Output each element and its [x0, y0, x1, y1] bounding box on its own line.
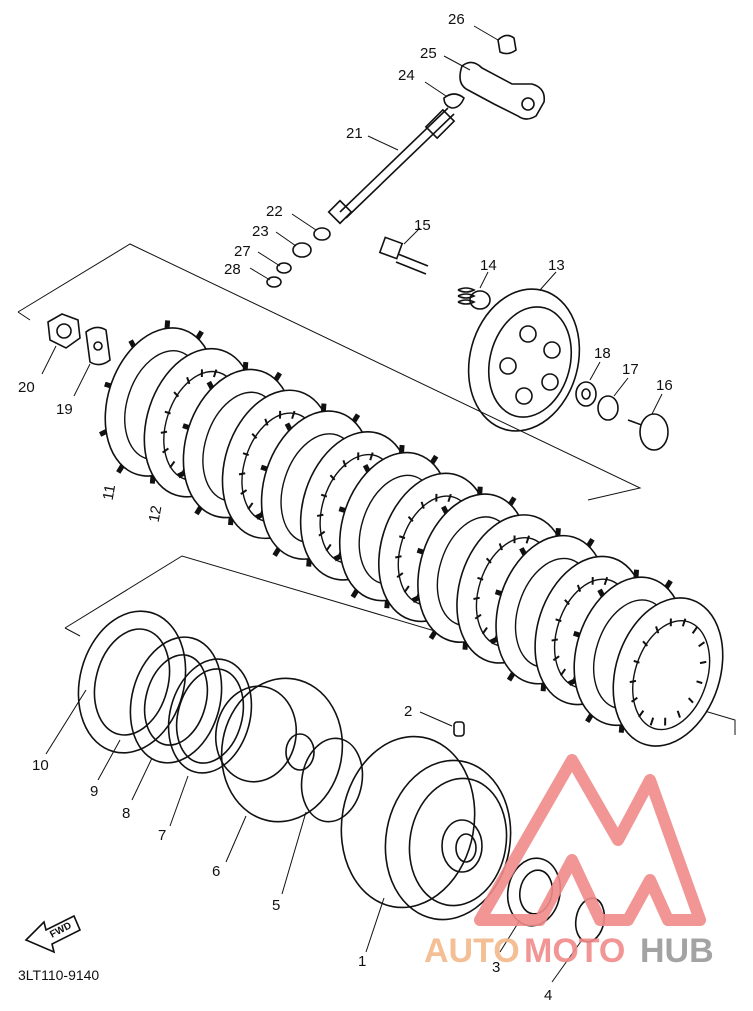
- pressure-plate: [467, 271, 581, 432]
- watermark-logo-mark: [474, 754, 706, 926]
- friction-plate-stack: [99, 320, 724, 747]
- callout-11: 11: [100, 483, 119, 501]
- callout-19: 19: [56, 401, 73, 418]
- release-bearing-parts: [575, 361, 669, 451]
- callout-17: 17: [622, 361, 639, 378]
- callout-18: 18: [594, 345, 611, 362]
- thrust-washer: [281, 737, 364, 895]
- callout-13: 13: [548, 257, 565, 274]
- callout-22: 22: [266, 203, 283, 220]
- callout-8: 8: [122, 805, 130, 822]
- forward-direction-badge: FWD: [24, 914, 82, 954]
- clutch-housing: [340, 735, 512, 953]
- callout-1: 1: [358, 953, 366, 970]
- bolt-and-spring: [378, 227, 491, 310]
- clutch-plate: [612, 597, 724, 747]
- callout-9: 9: [90, 783, 98, 800]
- callout-21: 21: [346, 125, 363, 142]
- watermark-moto: MOTO: [524, 932, 625, 970]
- nut-and-washer: [41, 313, 111, 397]
- lower-spring-parts: [45, 610, 253, 827]
- diagram-code: 3LT110-9140: [18, 967, 99, 983]
- collar: [419, 711, 465, 737]
- callout-27: 27: [234, 243, 251, 260]
- watermark-hub: HUB: [640, 932, 714, 970]
- fwd-label: FWD: [48, 920, 73, 940]
- callout-24: 24: [398, 67, 415, 84]
- callout-10: 10: [32, 757, 49, 774]
- callout-23: 23: [252, 223, 269, 240]
- callout-6: 6: [212, 863, 220, 880]
- automotohub-watermark: AUTO MOTO HUB: [424, 754, 714, 970]
- callout-12: 12: [146, 504, 166, 523]
- callout-14: 14: [480, 257, 497, 274]
- callout-3: 3: [492, 959, 500, 976]
- callout-15: 15: [414, 217, 431, 234]
- part-callouts: 26 25 24 21 22 23 27 28 15 14 13 18 17 1…: [18, 11, 673, 1004]
- watermark-auto: AUTO: [424, 932, 520, 970]
- callout-4: 4: [544, 987, 552, 1004]
- callout-20: 20: [18, 379, 35, 396]
- callout-2: 2: [404, 703, 412, 720]
- callout-28: 28: [224, 261, 241, 278]
- clutch-boss: [214, 677, 344, 863]
- callout-5: 5: [272, 897, 280, 914]
- callout-25: 25: [420, 45, 437, 62]
- callout-7: 7: [158, 827, 166, 844]
- push-lever-assembly: [249, 25, 546, 288]
- callout-26: 26: [448, 11, 465, 28]
- callout-16: 16: [656, 377, 673, 394]
